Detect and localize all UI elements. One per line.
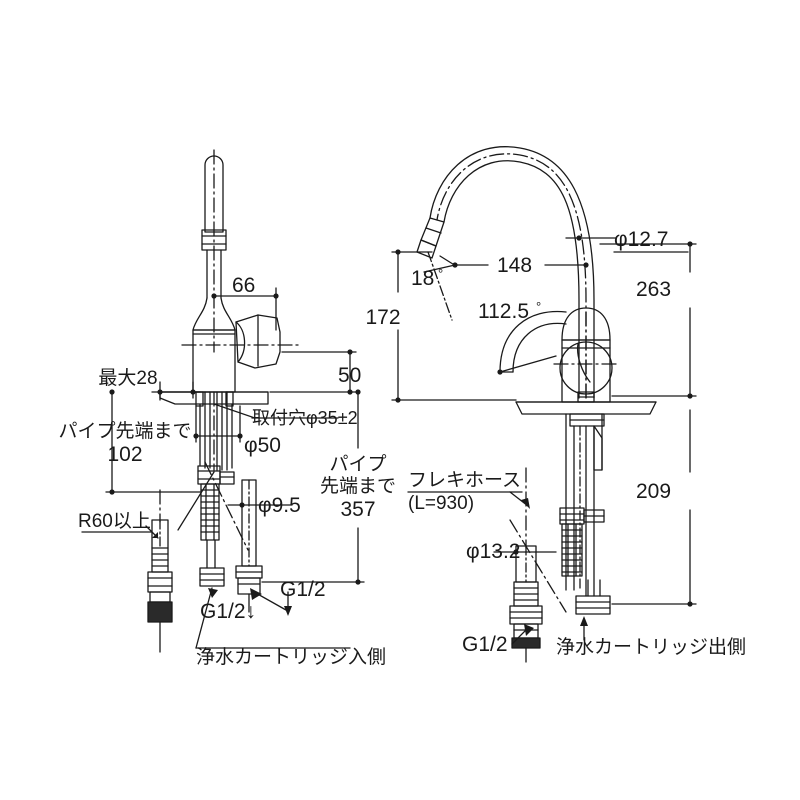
label-172: 172 [365,306,400,329]
label-pipe-tip-2-l2: 先端まで [320,475,396,497]
label-phi127: φ12.7 [614,228,669,251]
left-view-labels: 66 50 最大28 取付穴φ35±2 φ50 パイプ先端まで 102 パイプ … [58,274,396,668]
lever-handle [235,314,281,369]
corrugated-hose-right [561,523,583,577]
hose-bundle [199,391,233,471]
label-pipe-tip-1: パイプ先端まで [58,420,191,442]
gooseneck-centerline [436,153,587,399]
label-cartridge-out: 浄水カートリッジ出側 [556,636,746,658]
label-66: 66 [232,274,255,297]
label-50: 50 [338,364,361,387]
label-r60: R60以上 [78,510,151,532]
label-g12-left: G1/2↓ [200,600,256,623]
mount-stud-right [225,391,234,407]
phantom-leader-left [204,461,249,551]
label-angle1125: 112.5 [478,300,529,323]
label-209: 209 [636,480,671,503]
label-cartridge-in: 浄水カートリッジ入側 [196,646,386,668]
hose-connector-spur [219,471,235,485]
spout-upper-pipe [204,155,224,233]
r60-flex-hose [147,519,173,653]
corrugated-hose-left [200,483,220,541]
label-pipe-tip-2-value: 357 [340,498,375,521]
label-g12-right: G1/2 [280,578,326,601]
label-flexi-hose-l2: (L=930) [408,493,474,514]
right-view-labels: φ12.7 148 263 172 209 18 ° 112.5 ° フレキホー… [365,228,746,658]
right-view-dimensions [391,235,697,645]
label-pipe-tip-2-l1: パイプ [329,453,386,475]
left-view-dimensions [81,287,365,649]
label-max28: 最大28 [98,367,157,389]
body-cap [561,307,611,341]
label-angle18: 18 [411,267,434,290]
label-phi132: φ13.2 [466,540,521,563]
label-angle18-unit: ° [438,266,443,281]
label-148: 148 [497,254,532,277]
label-angle1125-unit: ° [536,299,541,314]
r60-hose-end-fitting [147,601,173,623]
cartridge-out-nut [575,595,611,615]
handle-arc-outer [499,310,567,373]
handle-arc-inner [512,322,567,373]
label-263: 263 [636,278,671,301]
phantom-leader-right [509,519,567,613]
lever-handle-inner [235,321,246,363]
label-pipe-tip-1-value: 102 [107,443,142,466]
right-view-geometry [416,146,657,665]
label-phi95: φ9.5 [258,494,301,517]
label-mount-hole: 取付穴φ35±2 [252,408,358,428]
left-view-geometry [147,149,301,653]
label-g12-out: G1/2 [462,633,508,656]
supply-pipe-right [235,479,263,613]
gooseneck-inner [429,146,595,399]
label-flexi-hose-l1: フレキホース [408,470,521,491]
label-phi50: φ50 [244,434,281,457]
gooseneck-outer [443,160,580,399]
cartridge-in-nut [199,567,225,587]
spout-lower-pipe [206,249,222,299]
